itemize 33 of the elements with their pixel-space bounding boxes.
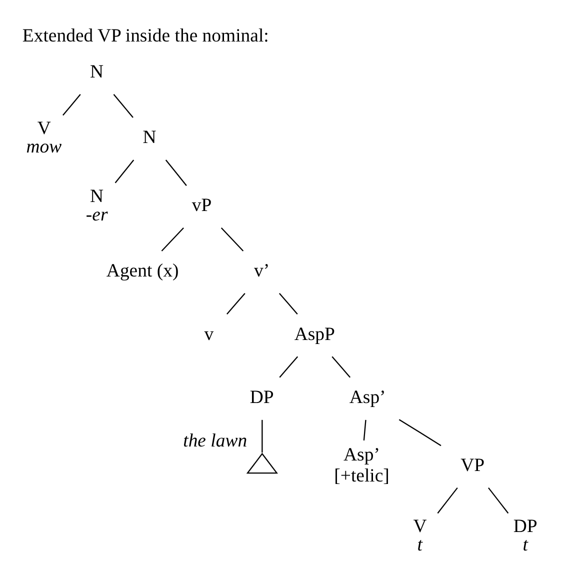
connector — [113, 94, 134, 118]
node-text: DP — [250, 386, 274, 408]
connector — [278, 292, 298, 314]
connector — [363, 419, 366, 440]
node-text: Asp’ [+telic] — [334, 444, 390, 486]
node-text: AspP — [294, 323, 335, 344]
connector — [332, 356, 351, 378]
connector — [165, 159, 187, 186]
node-text: Asp’ — [349, 386, 386, 408]
connector — [226, 292, 246, 314]
node-triangle — [246, 452, 278, 474]
node-label: the lawn — [183, 430, 248, 451]
node-text: N — [142, 126, 156, 148]
node-text: N -er — [86, 185, 108, 226]
node-text: V mow — [26, 117, 62, 158]
node-text: VP — [460, 454, 485, 476]
connector — [220, 226, 244, 251]
connector — [398, 418, 442, 446]
connector — [279, 356, 298, 378]
connector — [488, 486, 509, 514]
node-text: V t — [413, 515, 427, 556]
node-text: vP — [192, 194, 212, 216]
node-text: v — [204, 323, 214, 344]
connector — [161, 226, 184, 251]
diagram-title: Extended VP inside the nominal: — [22, 24, 269, 46]
connector — [262, 419, 263, 452]
connector — [437, 486, 458, 514]
connector — [62, 94, 81, 116]
node-text: DP t — [513, 515, 538, 556]
node-text: N — [90, 61, 104, 82]
node-text: Agent (x) — [106, 260, 179, 282]
connector — [114, 159, 134, 183]
node-text: v’ — [254, 260, 270, 282]
